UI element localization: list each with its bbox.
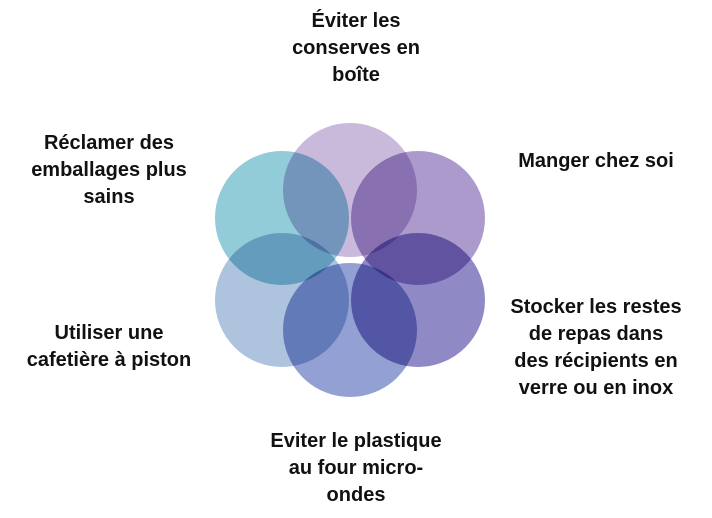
- label-eat-at-home: Manger chez soi: [518, 150, 674, 172]
- petal-group: [213, 121, 487, 399]
- label-avoid-cans: Éviter les conserves en boîte: [292, 10, 420, 86]
- label-avoid-plastic-microwave: Eviter le plastique au four micro- ondes: [270, 430, 442, 506]
- label-store-leftovers: Stocker les restes de repas dans des réc…: [510, 296, 682, 399]
- petal-top-left: [213, 149, 351, 287]
- label-healthier-packaging: Réclamer des emballages plus sains: [31, 132, 187, 208]
- label-french-press: Utiliser une cafetière à piston: [26, 322, 192, 371]
